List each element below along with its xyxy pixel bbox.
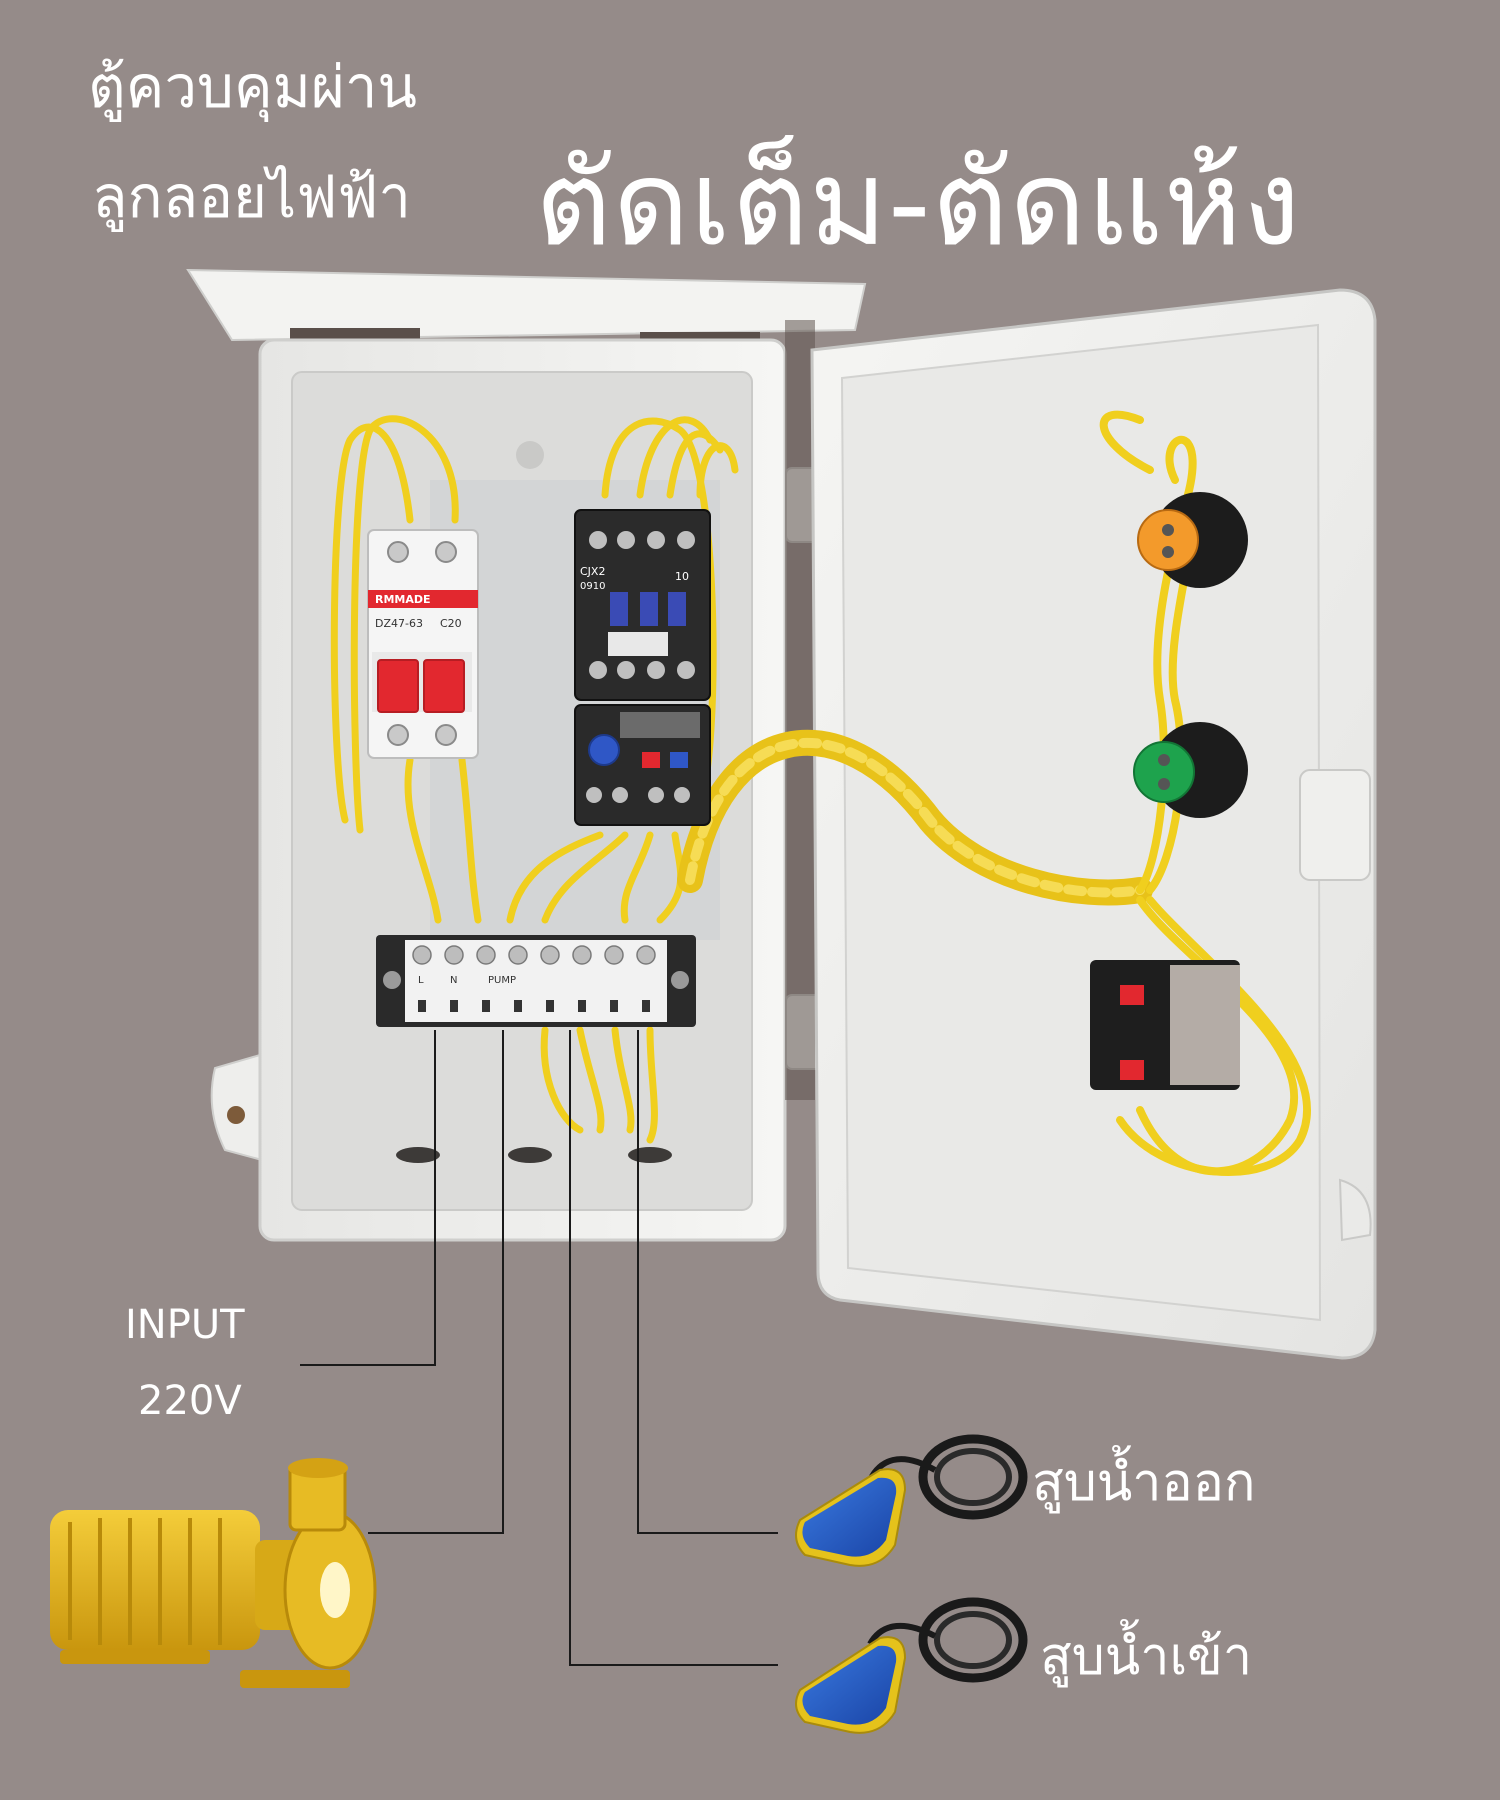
breaker-model: DZ47-63 (375, 617, 423, 630)
overload-relay (574, 704, 711, 826)
indicator-lamp-orange (1137, 492, 1248, 588)
heading-main: ตัดเต็ม-ตัดแห้ง (535, 134, 1302, 272)
enclosure-hood (186, 268, 867, 346)
contactor-code: 0910 (580, 581, 605, 592)
terminal-block: L N PUMP (376, 935, 696, 1027)
contactor-aux: 10 (675, 570, 689, 583)
internal-wiring (330, 415, 739, 1144)
float-switch-pump-in (795, 1597, 1028, 1734)
heading-line-1: ตู้ควบคุมผ่าน (88, 53, 418, 121)
voltage-label: 220V (138, 1378, 242, 1424)
input-label: INPUT (125, 1302, 245, 1348)
terminal-label-n: N (450, 975, 457, 986)
mounting-tab (210, 1053, 264, 1162)
enclosure-door (810, 288, 1377, 1360)
leader-lines (300, 1030, 778, 1666)
terminal-label-pump: PUMP (488, 975, 516, 986)
pump-in-label: สูบน้ำเข้า (1040, 1627, 1253, 1687)
contactor: CJX2 0910 10 (574, 509, 711, 701)
water-pump-image (50, 1458, 377, 1688)
terminal-label-l: L (418, 975, 424, 986)
selector-switch (1090, 960, 1240, 1090)
breaker-brand: RMMADE (375, 593, 431, 606)
indicator-lamp-green (1133, 722, 1248, 818)
circuit-breaker: RMMADE DZ47-63 C20 (367, 529, 479, 759)
heading-line-2: ลูกลอยไฟฟ้า (92, 163, 411, 231)
float-switch-pump-out (795, 1434, 1028, 1567)
pump-out-label: สูบน้ำออก (1032, 1453, 1256, 1513)
contactor-model: CJX2 (580, 565, 605, 578)
breaker-rating: C20 (440, 617, 462, 630)
